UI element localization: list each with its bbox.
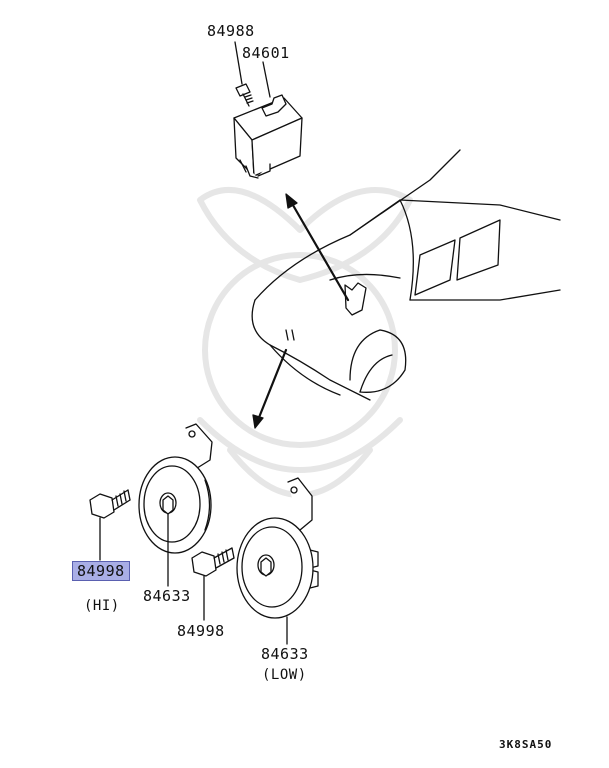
horn-low	[236, 477, 319, 619]
watermark	[197, 187, 413, 498]
label-bolt-low: 84998	[177, 622, 225, 640]
arrow-relay	[285, 193, 350, 302]
vehicle-outline	[251, 149, 561, 401]
label-hi: (HI)	[84, 598, 120, 614]
relay-screw	[235, 83, 254, 107]
label-bolt-hi-highlighted: 84998	[72, 561, 130, 581]
label-low: (LOW)	[262, 667, 307, 683]
relay-box	[233, 94, 303, 179]
bolt-hi	[89, 489, 131, 519]
label-horn-low: 84633	[261, 645, 309, 663]
diagram-code: 3K8SA50	[499, 738, 553, 751]
leader-relay-screw	[234, 41, 243, 85]
horn-hi	[138, 423, 213, 554]
leader-relay	[262, 61, 271, 98]
label-relay: 84601	[242, 44, 290, 62]
bolt-low	[191, 547, 235, 577]
label-horn-hi: 84633	[143, 587, 191, 605]
label-relay-screw: 84988	[207, 22, 255, 40]
arrow-horn	[252, 348, 288, 429]
